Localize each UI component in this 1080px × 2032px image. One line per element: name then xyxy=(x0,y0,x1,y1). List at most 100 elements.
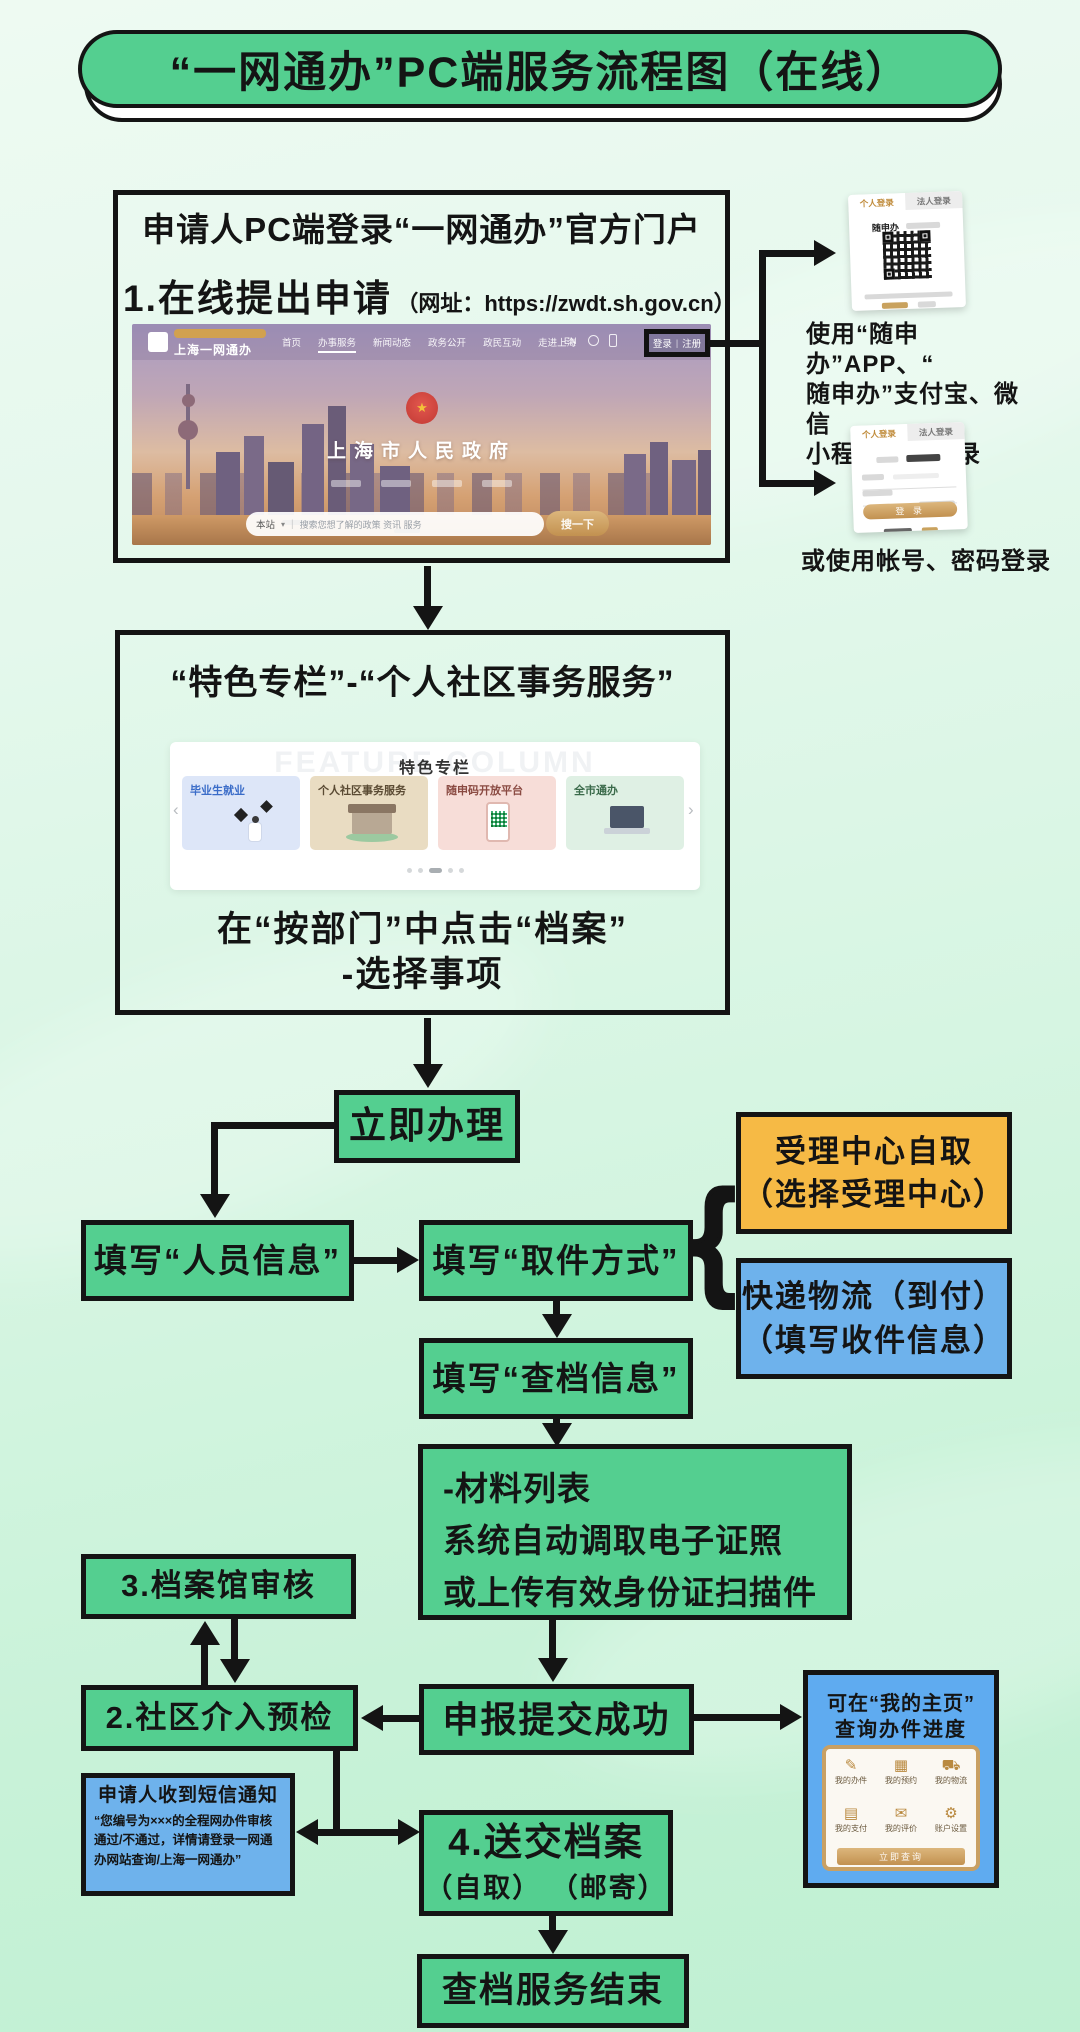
node-materials: -材料列表 系统自动调取电子证照 或上传有效身份证扫描件 xyxy=(418,1444,852,1620)
arrow-to-sms xyxy=(296,1819,318,1845)
materials-line2: 系统自动调取电子证照 xyxy=(443,1522,783,1559)
graduate-figure xyxy=(248,822,262,842)
item-label: 我的支付 xyxy=(834,1823,868,1833)
carousel-prev-icon[interactable]: ‹ xyxy=(173,800,179,819)
deliver-line2: （自取） （邮寄） xyxy=(425,1872,667,1903)
node-archive-review: 3.档案馆审核 xyxy=(81,1554,356,1619)
caption-account-login: 或使用帐号、密码登录 xyxy=(801,548,1051,575)
dot[interactable] xyxy=(406,868,412,873)
national-emblem-icon: ★ xyxy=(406,392,438,424)
connector-line xyxy=(211,1122,218,1196)
field-label-bar xyxy=(862,489,893,497)
register-link[interactable]: 注册 xyxy=(682,339,702,350)
login-button[interactable]: 登 录 xyxy=(862,501,958,520)
nav-item-news[interactable]: 新闻动态 xyxy=(373,338,412,349)
dot[interactable] xyxy=(458,868,464,873)
laptop-base xyxy=(604,828,650,834)
item-account-settings[interactable]: ⚙ 账户设置 xyxy=(926,1805,976,1834)
node-option-center-pickup: 受理中心自取 （选择受理中心） xyxy=(736,1112,1012,1234)
panel-row2: ▤ 我的支付 ✉ 我的评价 ⚙ 账户设置 xyxy=(826,1805,976,1834)
item-my-payments[interactable]: ▤ 我的支付 xyxy=(826,1805,876,1834)
arrow-box2-apply xyxy=(413,1064,443,1088)
footer-bar[interactable] xyxy=(921,527,938,533)
item-my-appointments[interactable]: ▦ 我的预约 xyxy=(876,1757,926,1786)
building-shape xyxy=(380,466,410,515)
arrow-shaft xyxy=(424,1018,431,1066)
search-scope-select[interactable]: 本站 xyxy=(256,520,276,531)
sms-body: “您编号为×××的全程网办件审核通过/不通过，详情请登录一网通办网站查询/上海一… xyxy=(94,1813,273,1867)
step2-note-line2: -选择事项 xyxy=(341,955,504,994)
header-text-bar xyxy=(906,453,941,463)
link-bar[interactable] xyxy=(917,301,936,308)
search-button[interactable]: 搜一下 xyxy=(546,511,609,536)
carousel-dots[interactable] xyxy=(170,860,700,878)
nav-item-services[interactable]: 办事服务 xyxy=(318,335,357,353)
arrow-shaft xyxy=(553,1419,560,1425)
wallet-icon: ▤ xyxy=(843,1805,859,1822)
connector-line xyxy=(764,480,816,487)
arrow-pickup-archive xyxy=(542,1314,572,1338)
caption-qr-line1: 使用“随申办”APP、“ xyxy=(806,321,935,378)
item-my-logistics[interactable]: ⛟ 我的物流 xyxy=(926,1757,976,1786)
nav-item-interaction[interactable]: 政民互动 xyxy=(483,338,522,349)
carousel-next-icon[interactable]: › xyxy=(688,800,694,819)
quick-link-bar xyxy=(330,480,361,487)
materials-line3: 或上传有效身份证扫描件 xyxy=(443,1574,817,1611)
arrow-box1-box2 xyxy=(413,606,443,630)
tab-personal-login[interactable]: 个人登录 xyxy=(850,424,908,444)
node-apply-now: 立即办理 xyxy=(334,1090,520,1163)
item-label: 我的物流 xyxy=(934,1775,968,1785)
node-community-precheck: 2.社区介入预检 xyxy=(81,1685,358,1751)
sms-title: 申请人收到短信通知 xyxy=(97,1785,278,1806)
link-bar[interactable] xyxy=(882,301,909,309)
feature-card-citywide[interactable]: 全市通办 xyxy=(566,776,684,850)
check-now-button[interactable]: 立即查询 xyxy=(837,1848,965,1865)
account-card-footer xyxy=(864,519,959,533)
arrow-shaft xyxy=(201,1643,208,1685)
arrow-shaft xyxy=(553,1301,560,1316)
mobile-icon[interactable] xyxy=(609,334,617,347)
tab-corporate-login[interactable]: 法人登录 xyxy=(904,191,963,211)
option-express-line1: 快递物流（到付） xyxy=(742,1279,1006,1315)
item-label: 账户设置 xyxy=(934,1823,968,1833)
pearl-tower-sphere xyxy=(178,420,198,440)
nav-item-home[interactable]: 首页 xyxy=(282,338,302,349)
login-tabs: 个人登录 法人登录 xyxy=(850,422,965,444)
language-toggle[interactable]: EN xyxy=(564,336,577,346)
node-service-end: 查档服务结束 xyxy=(417,1954,689,2028)
dot-active[interactable] xyxy=(428,868,442,873)
arrow-to-deliver xyxy=(398,1819,420,1845)
my-homepage-card: ✎ 我的办件 ▦ 我的预约 ⛟ 我的物流 ▤ 我的支付 ✉ xyxy=(822,1745,980,1871)
item-my-reviews[interactable]: ✉ 我的评价 xyxy=(876,1805,926,1834)
building-shape xyxy=(216,452,240,515)
item-label: 我的预约 xyxy=(884,1775,918,1785)
feature-card-graduates[interactable]: 毕业生就业 xyxy=(182,776,300,850)
feature-heading: 特色专栏 xyxy=(398,760,471,777)
arrow-person-pickup xyxy=(397,1247,419,1273)
dot[interactable] xyxy=(417,868,423,873)
graduate-head xyxy=(252,816,259,823)
building-shape xyxy=(350,444,374,515)
nav-item-disclosure[interactable]: 政务公开 xyxy=(428,338,467,349)
search-input[interactable]: 搜索您想了解的政策 资讯 服务 xyxy=(299,519,422,530)
node-deliver-archives: 4.送交档案 （自取） （邮寄） xyxy=(419,1810,673,1916)
search-bar[interactable]: 本站 ▾ | 搜索您想了解的政策 资讯 服务 xyxy=(246,512,544,536)
arrow-shaft xyxy=(231,1619,238,1661)
tab-personal-login[interactable]: 个人登录 xyxy=(848,193,906,213)
accessibility-icon[interactable] xyxy=(588,335,599,346)
feature-card-community-affairs[interactable]: 个人社区事务服务 xyxy=(310,776,428,850)
connector-line xyxy=(764,250,816,257)
pearl-tower-sphere-small xyxy=(182,394,195,407)
dot[interactable] xyxy=(447,868,453,873)
feature-panel-screenshot: FEATURE COLUMN 特色专栏 毕业生就业 个人社区事务服务 随申码开放… xyxy=(170,742,700,890)
calendar-icon: ▦ xyxy=(893,1757,909,1774)
feature-card-suishenma[interactable]: 随申码开放平台 xyxy=(438,776,556,850)
login-link[interactable]: 登录 xyxy=(652,339,672,350)
arrow-shaft xyxy=(318,1829,398,1836)
node-submit-success: 申报提交成功 xyxy=(419,1684,694,1755)
connector-line xyxy=(211,1122,334,1129)
tab-corporate-login[interactable]: 法人登录 xyxy=(907,422,965,442)
item-my-cases[interactable]: ✎ 我的办件 xyxy=(826,1757,876,1786)
nav-item-shanghai[interactable]: 走进上海 xyxy=(538,338,577,349)
